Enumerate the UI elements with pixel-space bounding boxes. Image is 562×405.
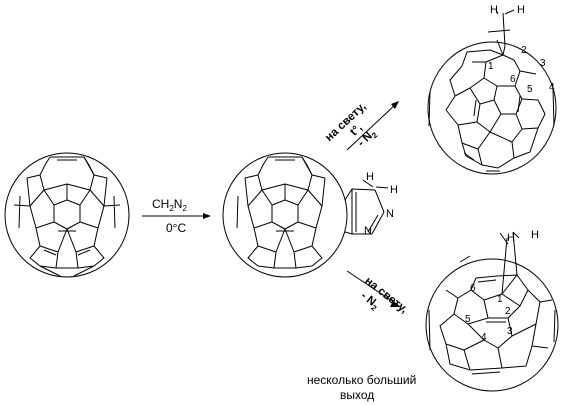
upper-condition: на свету, t°, - N2: [323, 101, 380, 150]
pyrazoline-h-2: H: [390, 184, 398, 196]
svg-text:4: 4: [481, 332, 487, 343]
reagent-label: CH2N2: [152, 197, 187, 213]
svg-text:3: 3: [507, 326, 513, 337]
reaction-arrow-upper: [346, 101, 399, 151]
pyrazoline-n-1: N: [386, 208, 394, 220]
svg-text:4: 4: [549, 82, 555, 93]
temperature-label: 0°C: [166, 221, 186, 235]
lower-product-h-2: H: [531, 229, 539, 241]
svg-text:5: 5: [527, 84, 533, 95]
lower-product-atom-numbers: 1 2 3 4 5 6: [465, 283, 513, 343]
svg-text:3: 3: [540, 58, 546, 69]
svg-text:2: 2: [505, 306, 511, 317]
svg-text:5: 5: [465, 314, 471, 325]
pyrazoline-h-1: H: [366, 171, 374, 183]
reaction-arrow-1: [142, 213, 211, 219]
lower-product-h-1: H: [507, 232, 515, 244]
yield-note-line-2: выход: [340, 388, 374, 402]
svg-text:2: 2: [521, 45, 527, 56]
svg-text:6: 6: [470, 283, 476, 294]
upper-product-atom-numbers: 1 2 3 4 5 6: [488, 45, 555, 95]
upper-product-h-2: H: [517, 4, 525, 16]
svg-text:1: 1: [497, 294, 503, 305]
upper-product-h-1: H: [490, 4, 498, 16]
yield-note-line-1: несколько больший: [307, 373, 416, 387]
svg-text:1: 1: [488, 61, 494, 72]
pyrazoline-n-2: N: [364, 225, 372, 237]
pyrazoline-adduct-structure: [222, 152, 389, 278]
lower-condition: на свету, - N2: [358, 275, 409, 316]
upper-product-structure: [427, 9, 557, 175]
svg-text:6: 6: [510, 74, 516, 85]
c60-fullerene-structure: [4, 152, 130, 278]
reaction-arrow-lower: [346, 270, 401, 307]
lower-product-structure: [425, 231, 559, 392]
